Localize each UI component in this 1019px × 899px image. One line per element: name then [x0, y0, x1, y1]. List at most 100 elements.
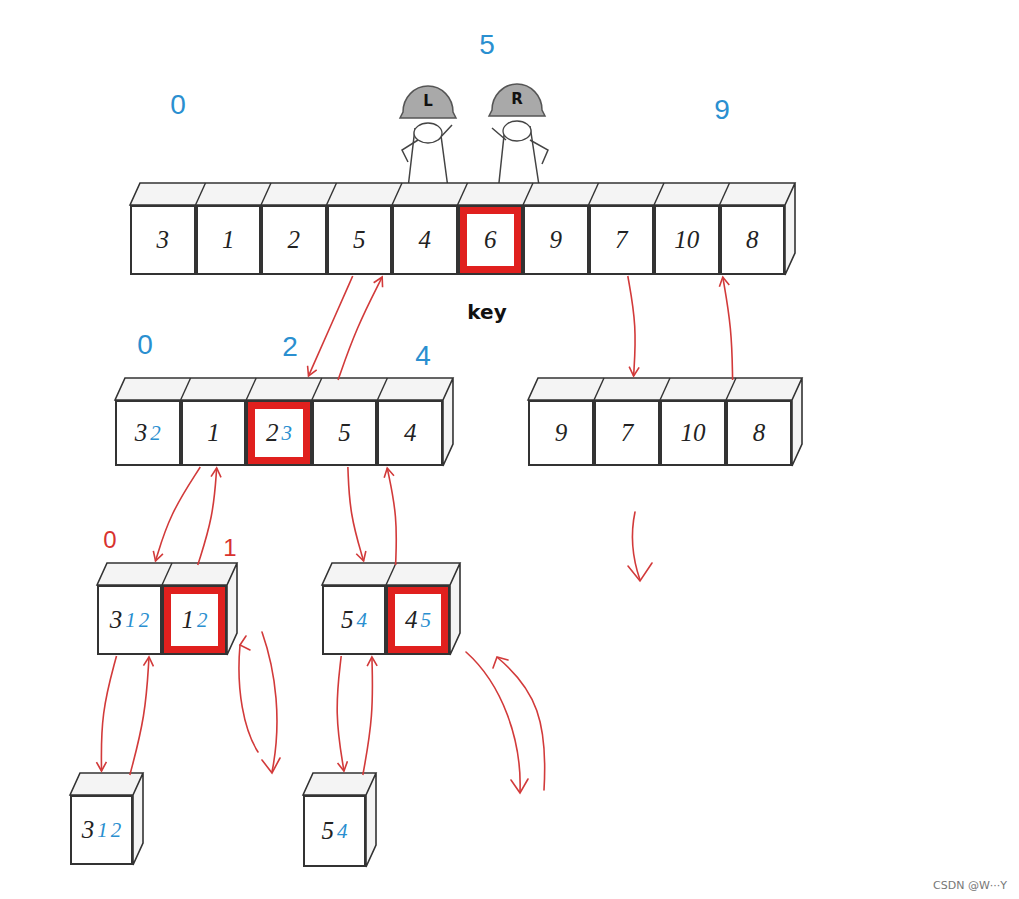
recursion-arrow — [309, 276, 353, 376]
cell-divider — [261, 183, 271, 205]
array-cell: 4 — [392, 205, 458, 275]
cell-value: 6 — [484, 227, 497, 253]
cell-value: 8 — [753, 420, 766, 446]
cell-divider — [377, 378, 387, 400]
cell-value: 1 — [182, 607, 195, 633]
cell-divider — [589, 183, 599, 205]
recursion-arrow — [466, 652, 520, 792]
correction-value: 3 — [281, 422, 292, 444]
index-label: 2 — [282, 333, 298, 361]
cell-value: 3 — [135, 420, 148, 446]
correction-value: 4 — [357, 609, 368, 631]
recursion-arrow — [338, 277, 382, 380]
recursion-arrow — [628, 276, 635, 376]
array-cell: 9 — [523, 205, 589, 275]
array-cell: 8 — [726, 400, 792, 466]
helmet-figure-r — [489, 84, 548, 192]
index-label: 1 — [223, 536, 236, 560]
cell-divider — [660, 378, 670, 400]
array-cell: 312 — [70, 795, 133, 865]
cell-divider — [726, 378, 736, 400]
array-cell: 5 — [327, 205, 393, 275]
array-cell: 7 — [589, 205, 655, 275]
cell-value: 1 — [222, 227, 235, 253]
index-label: 0 — [170, 91, 186, 119]
cell-value: 3 — [82, 817, 95, 843]
correction-value: 2 — [111, 819, 122, 841]
cell-value: 4 — [419, 227, 432, 253]
cell-value: 9 — [550, 227, 563, 253]
array-cell: 10 — [660, 400, 726, 466]
pivot-cell: 6 — [458, 205, 524, 275]
cell-divider — [327, 183, 337, 205]
cell-value: 3 — [157, 227, 170, 253]
helmet-letter: R — [511, 92, 523, 107]
cell-value: 7 — [615, 227, 628, 253]
array-cell: 4 — [377, 400, 443, 466]
recursion-arrow — [101, 656, 116, 771]
pivot-cell: 23 — [246, 400, 312, 466]
array-cell: 7 — [594, 400, 660, 466]
cell-value: 4 — [405, 607, 418, 633]
cell-value: 10 — [674, 227, 699, 253]
cell-value: 2 — [288, 227, 301, 253]
array-top-face — [528, 378, 802, 466]
recursion-arrow — [130, 657, 149, 775]
correction-value: 2 — [150, 422, 161, 444]
array-top-face — [97, 563, 237, 655]
array-cell: 54 — [303, 795, 366, 867]
arrow-head — [262, 758, 280, 773]
array-cell: 54 — [322, 585, 386, 655]
cell-divider — [523, 183, 533, 205]
array-cell: 1 — [196, 205, 262, 275]
recursion-arrow — [156, 467, 201, 561]
cell-value: 10 — [681, 420, 706, 446]
index-label: 4 — [415, 342, 431, 370]
pivot-cell: 45 — [386, 585, 450, 655]
cell-divider — [162, 563, 172, 585]
array-top-face — [322, 563, 460, 655]
array-top-face — [70, 773, 143, 865]
key-label: key — [467, 302, 506, 322]
correction-value: 1 — [125, 609, 136, 631]
cell-divider — [720, 183, 730, 205]
recursion-arrow — [262, 632, 277, 772]
index-label: 0 — [137, 331, 153, 359]
cell-value: 4 — [404, 420, 417, 446]
cell-divider — [654, 183, 664, 205]
watermark: CSDN @W···Y — [933, 880, 1007, 891]
array-cell: 9 — [528, 400, 594, 466]
cell-value: 8 — [746, 227, 759, 253]
recursion-arrow — [198, 468, 217, 565]
correction-value: 1 — [97, 819, 108, 841]
recursion-arrow — [387, 468, 396, 565]
pivot-cell: 12 — [162, 585, 227, 655]
cell-value: 5 — [341, 607, 354, 633]
cell-value: 5 — [338, 420, 351, 446]
recursion-arrow — [239, 645, 258, 752]
cell-value: 3 — [110, 607, 123, 633]
array-cell: 8 — [720, 205, 786, 275]
arrow-head — [628, 563, 652, 581]
cell-value: 1 — [207, 420, 220, 446]
recursion-arrow — [498, 658, 545, 790]
recursion-arrow — [337, 656, 344, 771]
correction-value: 4 — [337, 820, 348, 842]
cell-divider — [392, 183, 402, 205]
arrow-head — [493, 657, 508, 668]
cell-divider — [386, 563, 396, 585]
helmet-letter: L — [423, 94, 433, 109]
cell-value: 2 — [266, 420, 279, 446]
arrow-head — [240, 636, 250, 650]
recursion-arrow — [723, 277, 733, 380]
cell-value: 5 — [322, 818, 335, 844]
array-cell: 32 — [115, 400, 181, 466]
index-label: 5 — [479, 31, 495, 59]
array-cell: 5 — [312, 400, 378, 466]
cell-value: 9 — [555, 420, 568, 446]
helmet-figure-l — [400, 86, 456, 188]
array-top-face — [115, 378, 453, 466]
cell-divider — [181, 378, 191, 400]
cell-value: 7 — [621, 420, 634, 446]
recursion-arrow — [363, 657, 373, 775]
